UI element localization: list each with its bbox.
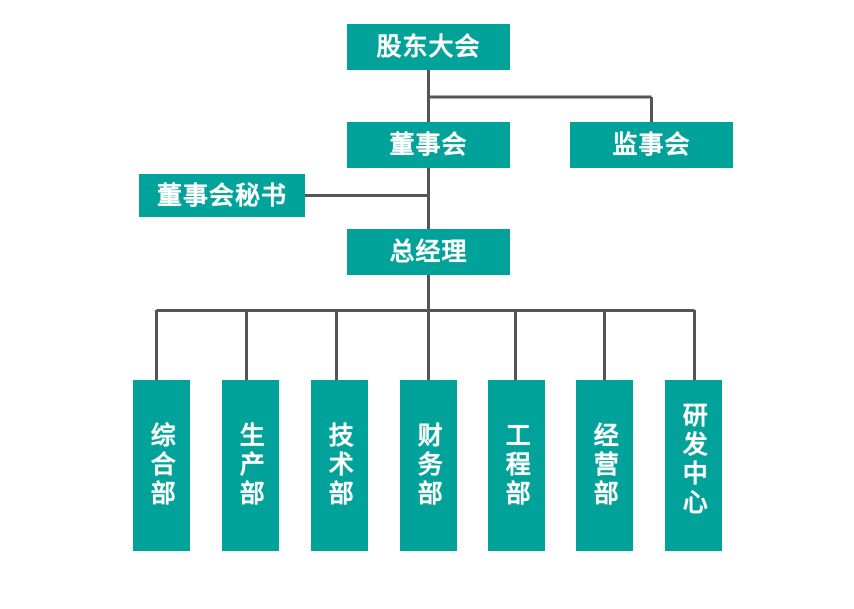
node-rnd-center[interactable]: 研发中心 <box>665 380 722 551</box>
node-board-of-supervisors[interactable]: 监事会 <box>570 122 733 168</box>
node-production[interactable]: 生产部 <box>222 380 279 551</box>
node-board-secretary-label: 董事会秘书 <box>156 180 287 210</box>
node-general-affairs-label: 综合部 <box>147 422 177 509</box>
node-technology[interactable]: 技术部 <box>311 380 368 551</box>
node-shareholders[interactable]: 股东大会 <box>347 24 510 70</box>
node-operations[interactable]: 经营部 <box>576 380 633 551</box>
node-finance-label: 财务部 <box>414 422 444 509</box>
node-general-manager-label: 总经理 <box>389 237 468 267</box>
node-engineering-label: 工程部 <box>502 422 532 509</box>
node-general-affairs[interactable]: 综合部 <box>133 380 190 551</box>
node-production-label: 生产部 <box>236 422 266 509</box>
node-board-of-supervisors-label: 监事会 <box>612 130 691 160</box>
node-board-of-directors-label: 董事会 <box>389 130 468 160</box>
node-shareholders-label: 股东大会 <box>376 32 481 62</box>
node-board-secretary[interactable]: 董事会秘书 <box>139 174 305 217</box>
node-engineering[interactable]: 工程部 <box>488 380 545 551</box>
node-general-manager[interactable]: 总经理 <box>347 229 510 275</box>
node-finance[interactable]: 财务部 <box>400 380 457 551</box>
node-rnd-center-label: 研发中心 <box>679 402 709 518</box>
node-board-of-directors[interactable]: 董事会 <box>347 122 510 168</box>
node-operations-label: 经营部 <box>590 422 620 509</box>
node-technology-label: 技术部 <box>325 422 355 509</box>
